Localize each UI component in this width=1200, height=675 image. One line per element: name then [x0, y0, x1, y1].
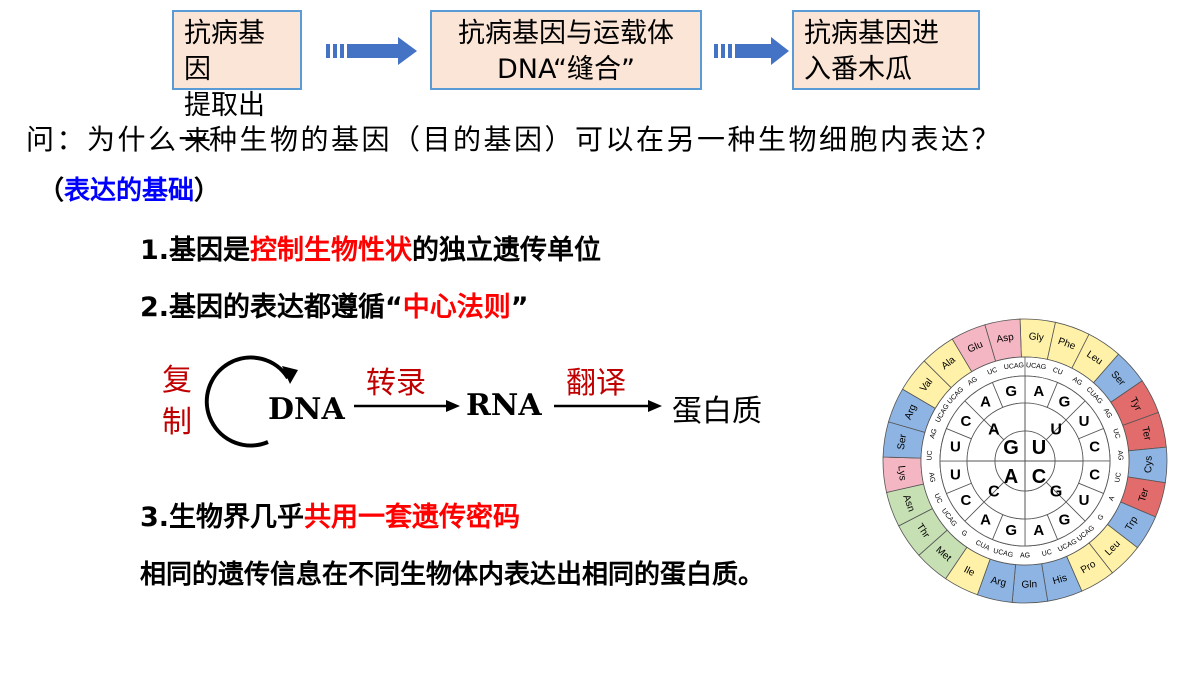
second-base-label: C	[961, 413, 972, 430]
third-base-label: UCAG	[1004, 362, 1025, 371]
first-base-label: U	[1032, 437, 1046, 459]
second-base-label: C	[1089, 439, 1100, 456]
second-base-label: A	[980, 512, 991, 529]
point-3-prefix: 3.生物界几乎	[140, 502, 305, 533]
amino-acid-label: Gln	[1021, 579, 1037, 591]
amino-acid-label: Ile	[962, 564, 977, 579]
point-2-prefix: 2.基因的表达都遵循“	[140, 292, 403, 323]
second-base-label: G	[1005, 383, 1017, 400]
second-base-label: U	[1079, 492, 1090, 509]
first-ring-label: U	[1050, 421, 1062, 438]
point-1: 1.基因是控制生物性状的独立遗传单位	[140, 228, 601, 267]
amino-acid-label: Ter	[1137, 486, 1152, 503]
first-ring-label: A	[988, 421, 1000, 438]
third-base-label: AG	[967, 376, 979, 387]
amino-acid-label: Cys	[1143, 456, 1154, 474]
point-1-suffix: 的独立遗传单位	[412, 235, 602, 266]
third-base-label: UCAG	[992, 548, 1013, 559]
amino-acid-label: Ser	[896, 433, 909, 451]
third-base-label: UC	[987, 367, 999, 377]
flow-step-3-line-1: 抗病基因进	[804, 18, 939, 49]
third-base-label: UCAG	[1026, 362, 1047, 371]
flow-arrow-1-icon	[326, 37, 417, 65]
third-base-label: UC	[1041, 549, 1052, 558]
basis-heading: （表达的基础）	[38, 170, 220, 207]
second-base-label: A	[1033, 522, 1044, 539]
second-base-label: U	[1079, 413, 1090, 430]
second-base-label: G	[1059, 512, 1071, 529]
flow-arrow-2-icon	[714, 37, 789, 65]
third-base-label: AG	[1071, 376, 1083, 387]
third-base-label: UC	[1111, 428, 1121, 440]
amino-acid-label: Lys	[895, 465, 907, 481]
third-base-label: A	[1108, 495, 1116, 502]
question-text: 问：为什么一种生物的基因（目的基因）可以在另一种生物细胞内表达？	[26, 123, 1003, 156]
flow-step-3-line-2: 入番木瓜	[804, 54, 912, 85]
third-base-label: UC	[933, 493, 943, 505]
basis-label: 表达的基础	[64, 176, 195, 206]
transcription-arrow-icon	[354, 400, 460, 412]
point-1-highlight: 控制生物性状	[250, 235, 413, 266]
third-base-label: AG	[1116, 450, 1124, 461]
point-2-highlight: 中心法则	[402, 292, 511, 323]
second-base-label: A	[980, 393, 991, 410]
amino-acid-label: Gly	[1028, 331, 1044, 343]
amino-acid-label: Ter	[1139, 426, 1153, 443]
translation-arrow-icon	[554, 400, 662, 412]
first-base-label: G	[1003, 437, 1019, 459]
third-base-label: CU	[1052, 367, 1064, 377]
flow-step-2-line-1: 抗病基因与运载体	[458, 18, 674, 49]
replication-label: 复 制	[160, 360, 194, 444]
point-3: 3.生物界几乎共用一套遗传密码	[140, 495, 520, 534]
amino-acid-label: Asp	[996, 332, 1015, 346]
rna-label: RNA	[466, 388, 542, 423]
third-base-label: UC	[1114, 472, 1123, 483]
dna-label: DNA	[268, 392, 345, 427]
third-base-label: AG	[927, 472, 936, 483]
first-base-label: C	[1032, 466, 1046, 488]
flow-step-1-line-1: 抗病基因	[184, 18, 265, 85]
point-2: 2.基因的表达都遵循“中心法则”	[140, 285, 529, 324]
second-base-label: U	[950, 439, 961, 456]
first-ring-label: C	[988, 484, 1000, 501]
flow-step-1: 抗病基因 提取出来	[172, 10, 302, 157]
replication-char-2: 制	[162, 405, 192, 440]
replication-char-1: 复	[162, 363, 192, 398]
basis-open-paren: （	[38, 176, 65, 206]
point-1-prefix: 1.基因是	[140, 235, 251, 266]
amino-acid-label: His	[1052, 573, 1069, 588]
point-3-highlight: 共用一套遗传密码	[304, 502, 521, 533]
second-base-label: G	[1059, 393, 1071, 410]
second-base-label: U	[950, 466, 961, 483]
third-base-label: AG	[1020, 553, 1030, 560]
third-base-label: AG	[929, 428, 939, 440]
second-base-label: C	[961, 492, 972, 509]
flow-step-2-line-2: DNA“缝合”	[497, 54, 635, 85]
second-base-label: C	[1089, 466, 1100, 483]
first-base-label: A	[1004, 466, 1018, 488]
second-base-label: G	[1005, 522, 1017, 539]
basis-close-paren: ）	[194, 176, 221, 206]
transcription-label: 转录	[366, 366, 426, 401]
summary-text: 相同的遗传信息在不同生物体内表达出相同的蛋白质。	[140, 560, 765, 590]
third-base-label: AG	[1102, 407, 1113, 419]
first-ring-label: G	[1050, 484, 1062, 501]
flow-step-2: 抗病基因与运载体 DNA“缝合”	[430, 10, 702, 90]
amino-acid-label: Arg	[990, 575, 1008, 589]
replication-cycle-arrow-icon	[204, 355, 298, 448]
flow-step-1-line-2: 提取出来	[184, 90, 265, 157]
third-base-label: UC	[926, 450, 934, 461]
translation-label: 翻译	[566, 366, 626, 401]
third-base-label: G	[960, 529, 969, 538]
third-base-label: G	[1097, 513, 1106, 522]
protein-label: 蛋白质	[672, 394, 762, 429]
flow-step-3: 抗病基因进 入番木瓜	[792, 10, 980, 90]
second-base-label: A	[1033, 383, 1044, 400]
point-2-suffix: ”	[510, 292, 529, 323]
